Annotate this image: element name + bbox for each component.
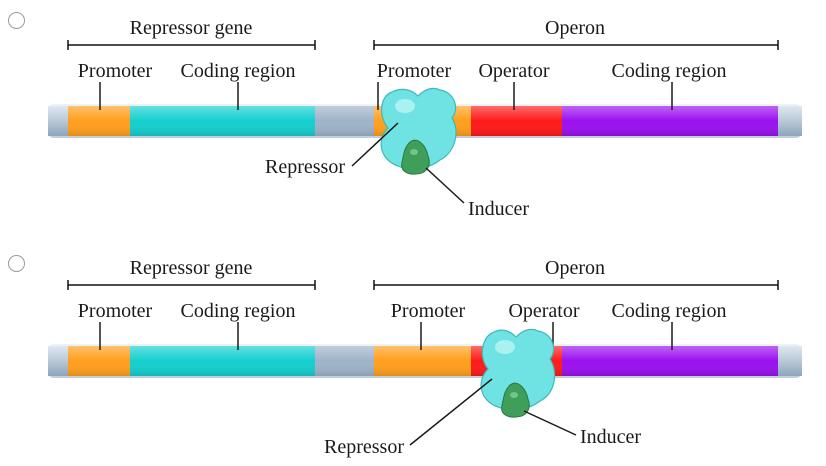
- dna-strand: [48, 344, 802, 378]
- repressor-callout-label: Repressor: [265, 156, 345, 178]
- repressor-protein: [480, 328, 556, 411]
- repressor-gene-label: Repressor gene: [130, 17, 253, 39]
- repressor-promoter-label: Promoter: [78, 300, 153, 322]
- operon-bracket: [373, 40, 779, 50]
- operon-coding-label: Coding region: [612, 300, 727, 322]
- repressor-coding-label: Coding region: [181, 60, 296, 82]
- repressor-gene-label: Repressor gene: [130, 257, 253, 279]
- radio-button-option-a[interactable]: [8, 12, 25, 29]
- inducer-molecule: [401, 139, 430, 175]
- operon-promoter-label: Promoter: [391, 300, 466, 322]
- operator-label: Operator: [478, 60, 549, 82]
- answer-option-a: Repressor gene Operon Promoter Coding re…: [8, 12, 802, 220]
- inducer-callout-label: Inducer: [580, 426, 641, 448]
- operon-label: Operon: [545, 17, 605, 39]
- repressor-callout-label: Repressor: [324, 436, 404, 458]
- operon-diagram-b: Repressor gene Operon Promoter Coding re…: [48, 257, 802, 458]
- operon-label: Operon: [545, 257, 605, 279]
- operon-promoter-label: Promoter: [377, 60, 452, 82]
- repressor-gene-bracket: [67, 280, 316, 290]
- operon-bracket: [373, 280, 779, 290]
- repressor-protein: [380, 87, 457, 170]
- operator-label: Operator: [508, 300, 579, 322]
- radio-button-option-b[interactable]: [8, 255, 25, 272]
- repressor-gene-bracket: [67, 40, 316, 50]
- repressor-promoter-label: Promoter: [78, 60, 153, 82]
- inducer-molecule: [501, 382, 530, 418]
- answer-option-b: Repressor gene Operon Promoter Coding re…: [0, 233, 826, 466]
- operon-diagram-a: Repressor gene Operon Promoter Coding re…: [48, 17, 802, 220]
- inducer-callout-label: Inducer: [468, 198, 529, 220]
- operon-coding-label: Coding region: [612, 60, 727, 82]
- repressor-coding-label: Coding region: [181, 300, 296, 322]
